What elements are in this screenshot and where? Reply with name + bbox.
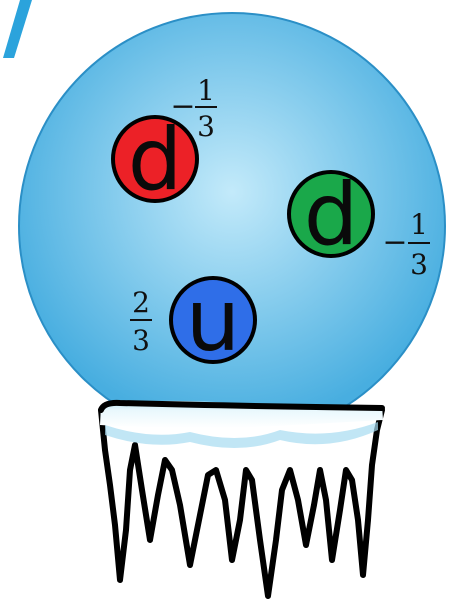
ice-shading [105, 422, 378, 449]
quark-blue-letter: u [186, 271, 241, 371]
quark-green-letter: d [304, 165, 359, 265]
quark-red-charge-sign: − [170, 89, 195, 124]
quark-green-charge-denominator: 3 [410, 248, 428, 281]
icicles [98, 407, 385, 599]
quark-green-charge-sign: − [382, 225, 407, 260]
quark-red-d: d − 1 3 [111, 74, 217, 210]
quark-red-circle [111, 115, 199, 203]
quark-blue-charge-numerator: 2 [132, 286, 150, 319]
quark-blue-charge-denominator: 3 [132, 324, 150, 357]
quark-blue-circle [169, 276, 257, 364]
quark-blue-u: u 2 3 [130, 271, 257, 371]
quark-green-charge-numerator: 1 [410, 208, 428, 241]
quark-red-charge-denominator: 3 [197, 110, 215, 143]
ice-outline-top [98, 399, 385, 413]
quark-green-circle [287, 170, 375, 258]
quark-red-charge-numerator: 1 [197, 74, 215, 107]
decorative-slash [3, 0, 32, 58]
icicle-base [98, 399, 385, 599]
quark-green-d: d − 1 3 [287, 165, 430, 281]
quark-red-letter: d [128, 110, 183, 210]
proton-sphere [18, 12, 446, 440]
